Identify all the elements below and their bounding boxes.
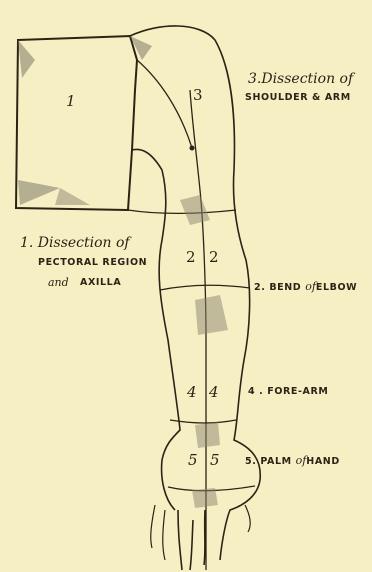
forearm-number-left: 4 xyxy=(187,385,197,400)
elbow-number-right: 2 xyxy=(209,250,219,265)
pectoral-caption-and: and xyxy=(48,277,69,288)
finger-line-1 xyxy=(151,505,155,548)
palm-caption-part-b: HAND xyxy=(306,456,340,467)
palm-number-right: 5 xyxy=(210,453,220,468)
shoulder-cut-line xyxy=(137,60,192,148)
elbow-caption-of: of xyxy=(305,280,316,293)
shoulder-caption-line1: 3.Dissection of xyxy=(248,72,353,86)
pectoral-caption-axilla: AXILLA xyxy=(80,278,121,288)
palm-number-left: 5 xyxy=(188,453,198,468)
palm-caption-of: of xyxy=(296,454,307,467)
forearm-caption: 4 . FORE-ARM xyxy=(248,387,328,397)
forearm-number-right: 4 xyxy=(209,385,219,400)
wrist-flap xyxy=(195,422,220,448)
pectoral-caption-line1: 1. Dissection of xyxy=(20,236,130,250)
region-3-number: 3 xyxy=(193,88,203,103)
palm-flap xyxy=(192,488,218,508)
region-1-number: 1 xyxy=(66,94,76,109)
flap-bottom-left xyxy=(18,180,60,205)
palm-caption-part-a: 5. PALM xyxy=(245,456,296,467)
palm-caption: 5. PALM ofHAND xyxy=(245,452,340,468)
thumb-line xyxy=(245,505,250,532)
upper-arm-flap xyxy=(180,195,210,225)
elbow-caption-part-a: 2. BEND xyxy=(254,282,305,293)
shoulder-caption-line2: SHOULDER & ARM xyxy=(245,93,351,103)
elbow-caption: 2. BEND ofELBOW xyxy=(254,278,357,294)
flap-bottom-right xyxy=(55,188,90,205)
finger-line-2 xyxy=(163,510,165,560)
pectoral-caption-line2: PECTORAL REGION xyxy=(38,258,147,268)
flap-top-left xyxy=(18,40,35,78)
upper-arm-cut xyxy=(128,210,236,213)
elbow-flap xyxy=(195,295,228,335)
elbow-number-left: 2 xyxy=(186,250,196,265)
elbow-caption-part-b: ELBOW xyxy=(316,282,357,293)
axilla-dot xyxy=(190,146,195,151)
